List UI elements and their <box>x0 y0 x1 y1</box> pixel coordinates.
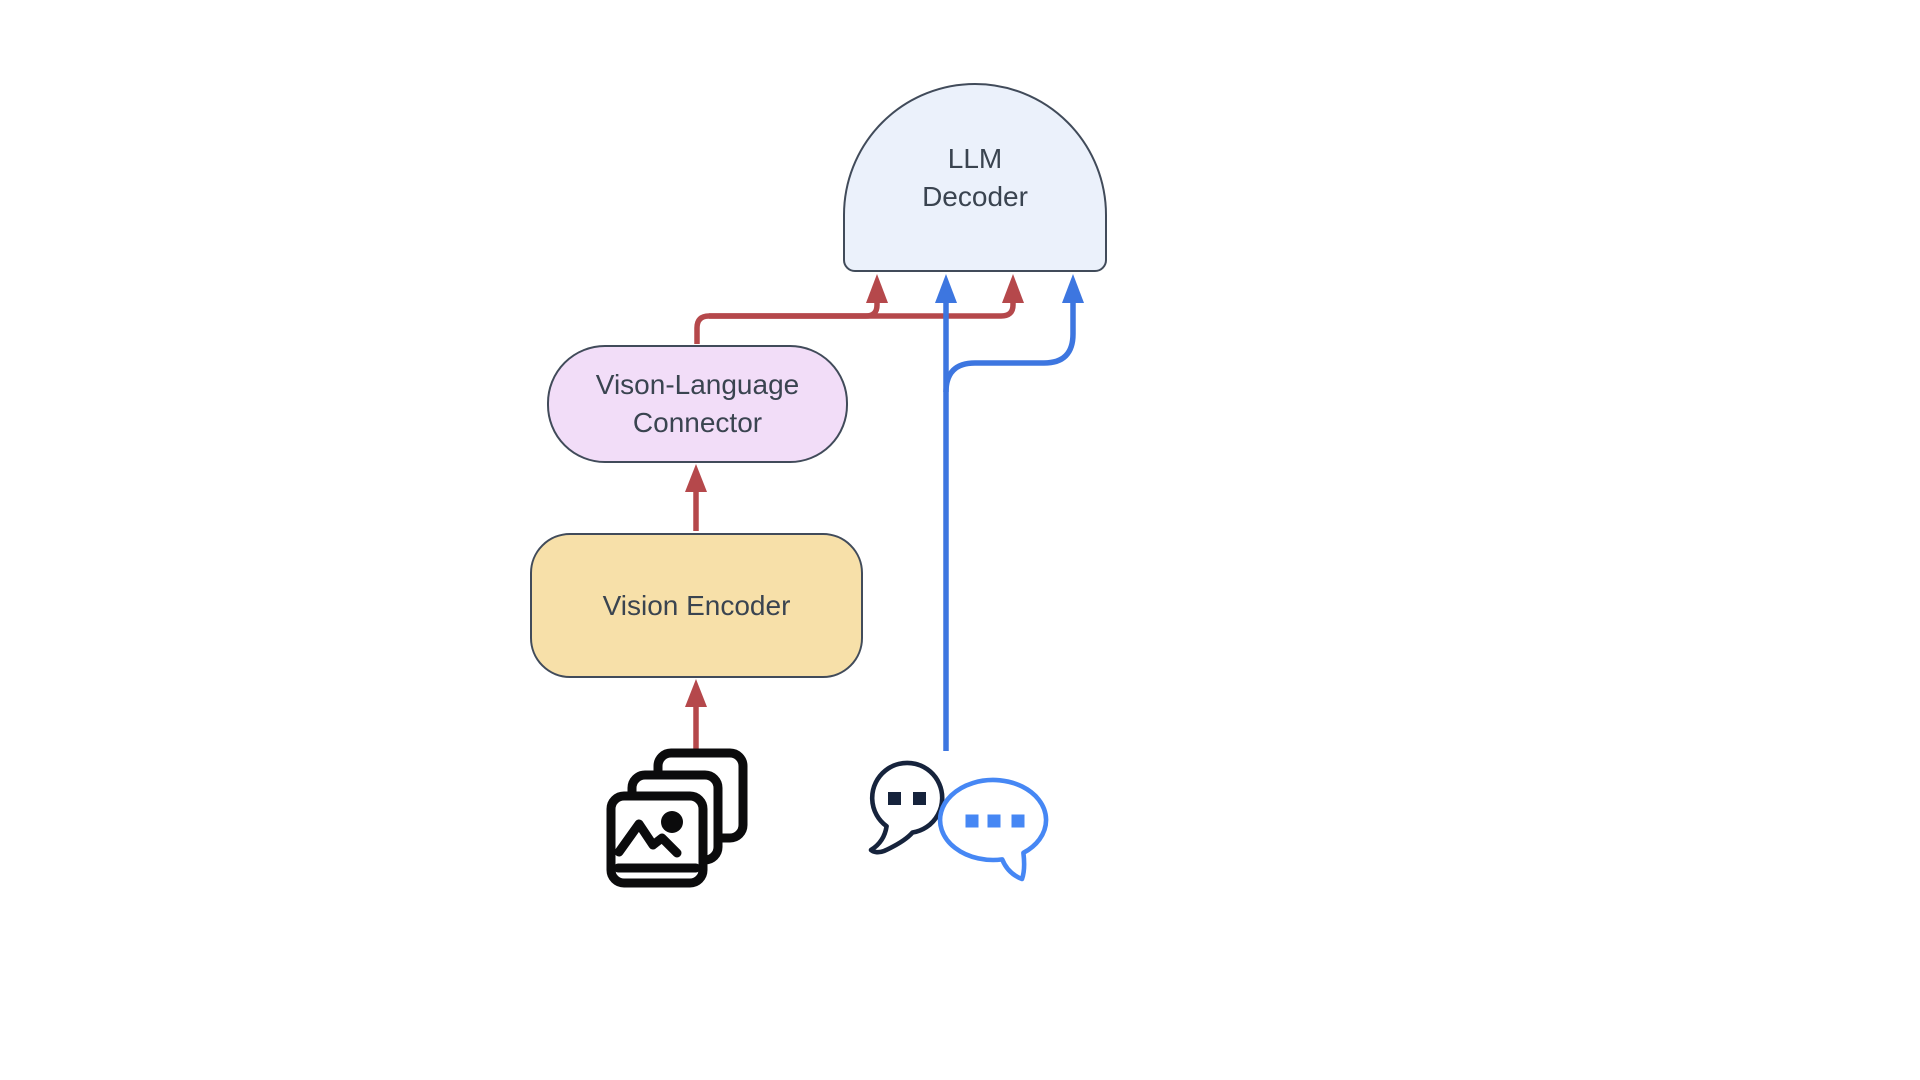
mountain-icon <box>614 819 682 858</box>
llm-decoder-label-line2: Decoder <box>922 180 1028 212</box>
arrowhead-up-icon <box>866 274 888 303</box>
connector-label-line1: Vison-Language <box>595 369 800 400</box>
edge-text-to-llm-decoder <box>935 274 1084 751</box>
edge-connector-to-llm-decoder <box>694 274 1024 344</box>
blue-bubble-dot <box>965 814 979 828</box>
connector-label-line2: Connector <box>632 407 763 438</box>
dark-bubble-dot <box>913 792 926 805</box>
node-vision-language-connector: Vison-Language Connector <box>547 345 848 463</box>
vision-encoder-label: Vision Encoder <box>602 589 791 621</box>
arrowhead-up-icon <box>935 274 957 303</box>
speech-bubble-dark <box>868 760 945 855</box>
images-stack-icon <box>606 748 748 888</box>
llm-decoder-label-line1: LLM <box>947 142 1003 174</box>
chat-bubbles-icon <box>868 760 1049 882</box>
arrowhead-up-icon <box>685 464 707 492</box>
edge-images-to-vision-encoder <box>685 679 707 750</box>
dark-bubble-dot <box>888 792 901 805</box>
edge-line <box>709 303 1016 319</box>
edge-line <box>694 303 880 344</box>
node-vision-encoder: Vision Encoder <box>530 533 863 678</box>
blue-bubble-dot <box>1011 814 1025 828</box>
arrowhead-up-icon <box>685 679 707 707</box>
edge-vision-encoder-to-connector <box>685 464 707 531</box>
arrowhead-up-icon <box>1062 274 1084 303</box>
speech-bubble-blue <box>937 777 1049 882</box>
vision-language-connector-label: Vison-Language Connector <box>596 366 799 442</box>
edge-line <box>943 303 1076 393</box>
arrowhead-up-icon <box>1002 274 1024 303</box>
sun-icon <box>661 811 683 833</box>
blue-bubble-dot <box>987 814 1001 828</box>
llm-decoder-label: LLM Decoder <box>922 140 1028 216</box>
